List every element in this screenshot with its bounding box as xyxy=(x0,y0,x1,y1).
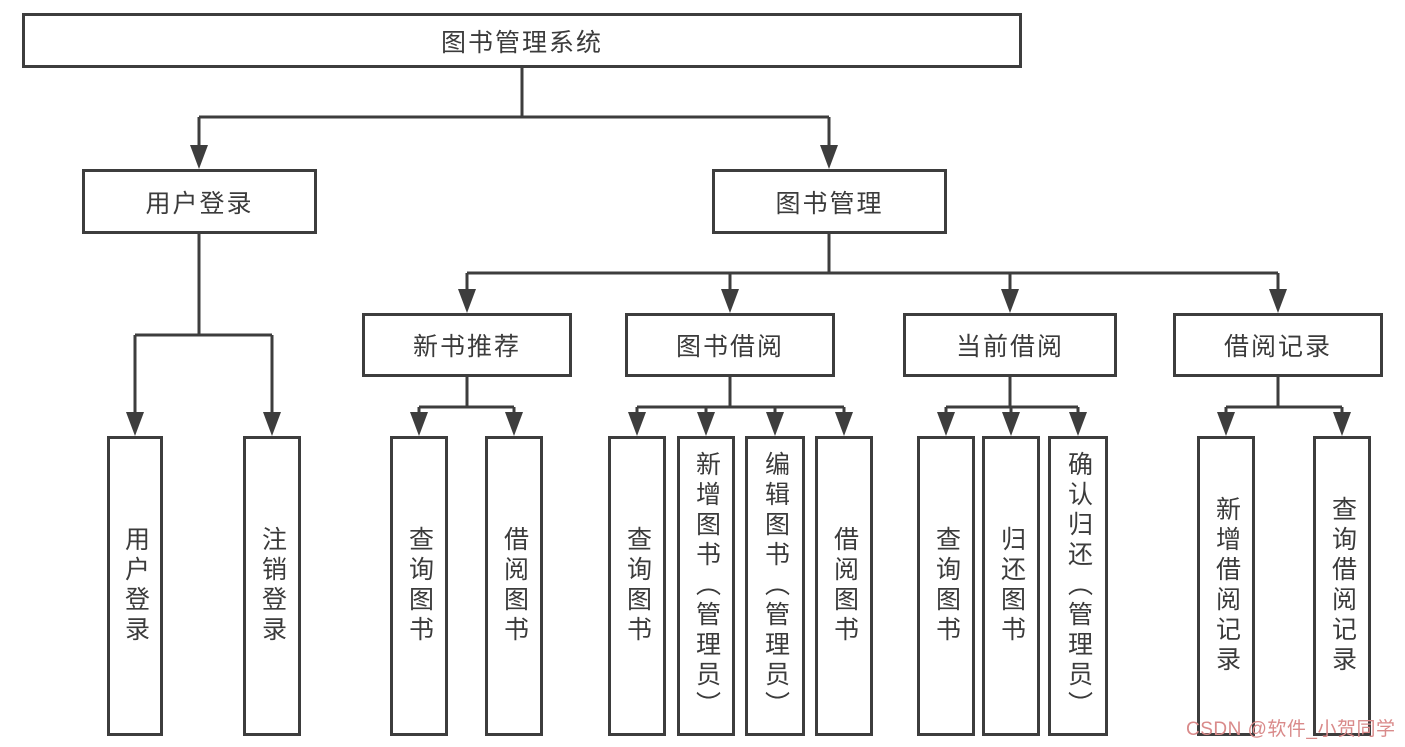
leaf-borrow-query-books-label: 查询图书 xyxy=(623,526,652,646)
leaf-user-login-label: 用户登录 xyxy=(121,526,150,646)
leaf-return-books: 归还图书 xyxy=(982,436,1040,736)
node-borrow-records: 借阅记录 xyxy=(1173,313,1383,377)
leaf-newbook-borrow-books-label: 借阅图书 xyxy=(500,526,529,646)
node-new-book-recommend-label: 新书推荐 xyxy=(412,333,521,361)
leaf-confirm-return-admin-label: 确认归还（管理员） xyxy=(1064,451,1093,721)
node-book-management: 图书管理 xyxy=(712,169,947,234)
leaf-query-borrow-record-label: 查询借阅记录 xyxy=(1328,496,1357,676)
node-root-system-label: 图书管理系统 xyxy=(440,28,603,57)
node-borrow-records-label: 借阅记录 xyxy=(1223,333,1332,361)
leaf-current-query-books-label: 查询图书 xyxy=(932,526,961,646)
leaf-add-book-admin: 新增图书（管理员） xyxy=(677,436,735,736)
leaf-add-book-admin-label: 新增图书（管理员） xyxy=(692,451,721,721)
leaf-logout-label: 注销登录 xyxy=(258,526,287,646)
node-current-borrow: 当前借阅 xyxy=(903,313,1117,377)
leaf-add-borrow-record-label: 新增借阅记录 xyxy=(1212,496,1241,676)
leaf-borrow-borrow-books: 借阅图书 xyxy=(815,436,873,736)
leaf-current-query-books: 查询图书 xyxy=(917,436,975,736)
leaf-newbook-query-books: 查询图书 xyxy=(390,436,448,736)
node-book-management-label: 图书管理 xyxy=(775,189,884,218)
node-root-system: 图书管理系统 xyxy=(22,13,1022,68)
arrowheads xyxy=(126,145,1351,436)
leaf-borrow-query-books: 查询图书 xyxy=(608,436,666,736)
leaf-borrow-borrow-books-label: 借阅图书 xyxy=(830,526,859,646)
leaf-return-books-label: 归还图书 xyxy=(997,526,1026,646)
leaf-newbook-borrow-books: 借阅图书 xyxy=(485,436,543,736)
csdn-watermark: CSDN @软件_小贺同学 xyxy=(1186,719,1396,740)
node-user-login-branch: 用户登录 xyxy=(82,169,317,234)
node-user-login-branch-label: 用户登录 xyxy=(145,189,254,218)
leaf-confirm-return-admin: 确认归还（管理员） xyxy=(1048,436,1108,736)
leaf-newbook-query-books-label: 查询图书 xyxy=(405,526,434,646)
leaf-query-borrow-record: 查询借阅记录 xyxy=(1313,436,1371,736)
node-book-borrow-label: 图书借阅 xyxy=(675,333,784,361)
node-new-book-recommend: 新书推荐 xyxy=(362,313,572,377)
node-book-borrow: 图书借阅 xyxy=(625,313,835,377)
leaf-edit-book-admin-label: 编辑图书（管理员） xyxy=(761,451,790,721)
node-current-borrow-label: 当前借阅 xyxy=(955,333,1064,361)
leaf-add-borrow-record: 新增借阅记录 xyxy=(1197,436,1255,736)
leaf-logout: 注销登录 xyxy=(243,436,301,736)
leaf-user-login: 用户登录 xyxy=(107,436,163,736)
leaf-edit-book-admin: 编辑图书（管理员） xyxy=(745,436,805,736)
